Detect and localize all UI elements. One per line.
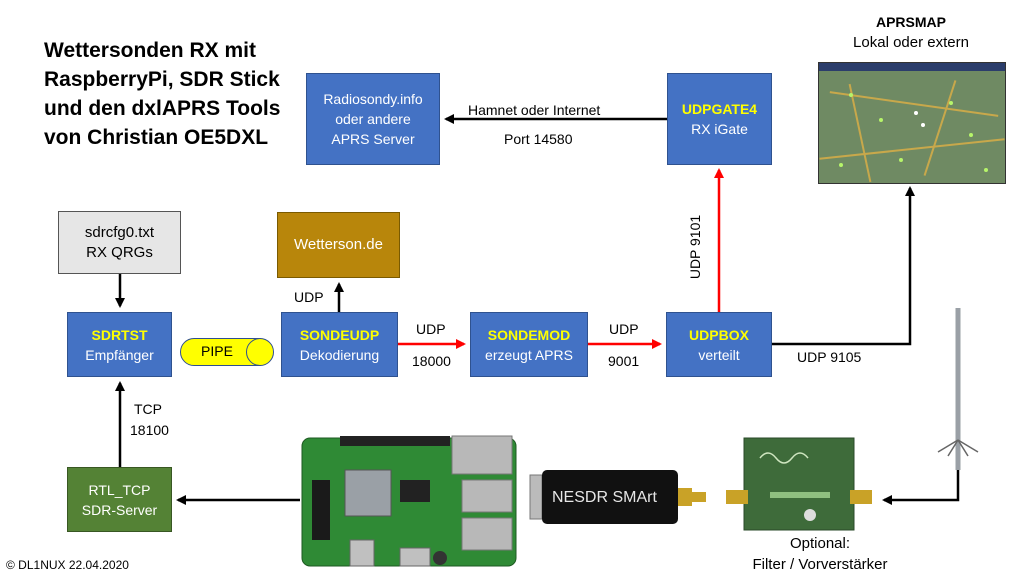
aprsmap-subtitle: Lokal oder extern	[853, 34, 969, 51]
sondemod-box: SONDEMOD erzeugt APRS	[470, 312, 588, 377]
pipe-label: PIPE	[201, 343, 233, 359]
udpgate4-box: UDPGATE4 RX iGate	[667, 73, 772, 165]
raspberry-pi-board	[301, 435, 517, 567]
udpbox-desc: verteilt	[698, 346, 740, 363]
sondeudp-name: SONDEUDP	[299, 326, 380, 343]
sdrtst-name: SDRTST	[91, 326, 148, 343]
filter-board	[726, 437, 872, 531]
label-udp-9101: UDP 9101	[687, 214, 704, 280]
rtltcp-line2: SDR-Server	[81, 501, 158, 518]
sdrcfg-line2: RX QRGs	[86, 243, 153, 261]
aprsmap-header: APRSMAP Lokal oder extern	[818, 14, 1004, 51]
radiosondy-line1: Radiosondy.info	[323, 91, 423, 107]
label-udp-18000-bottom: 18000	[412, 353, 451, 369]
sondemod-name: SONDEMOD	[487, 326, 571, 343]
radiosondy-line2: oder andere	[335, 111, 411, 127]
label-tcp-port: 18100	[130, 422, 169, 438]
wetterson-box: Wetterson.de	[277, 212, 400, 278]
label-udp-wetterson: UDP	[294, 289, 324, 305]
sdrtst-box: SDRTST Empfänger	[67, 312, 172, 377]
label-port-14580: Port 14580	[504, 131, 573, 147]
label-hamnet: Hamnet oder Internet	[468, 102, 601, 118]
sdrcfg-box: sdrcfg0.txt RX QRGs	[58, 211, 181, 274]
diagram-title: Wettersonden RX mit RaspberryPi, SDR Sti…	[44, 39, 281, 149]
aprsmap-title: APRSMAP	[875, 14, 946, 30]
sdr-stick: NESDR SMArt	[529, 470, 706, 524]
antenna	[937, 308, 979, 470]
sondeudp-desc: Dekodierung	[299, 346, 380, 363]
radiosondy-server-box: Radiosondy.info oder andere APRS Server	[306, 73, 440, 165]
udpbox-name: UDPBOX	[689, 326, 749, 343]
filter-caption: Optional: Filter / Vorverstärker	[730, 533, 910, 575]
arrow-udpbox-to-map	[772, 186, 915, 346]
sondemod-desc: erzeugt APRS	[485, 346, 573, 363]
wetterson-label: Wetterson.de	[294, 236, 383, 253]
label-udp-9001-top: UDP	[609, 321, 639, 337]
sondeudp-box: SONDEUDP Dekodierung	[281, 312, 398, 377]
aprsmap-screenshot	[818, 62, 1006, 184]
udpbox-box: UDPBOX verteilt	[666, 312, 772, 377]
sdrcfg-line1: sdrcfg0.txt	[84, 223, 155, 241]
arrow-antenna-to-filter	[882, 470, 960, 505]
rtltcp-line1: RTL_TCP	[88, 481, 151, 498]
filter-caption-line1: Optional:	[789, 535, 851, 552]
label-udp-9105: UDP 9105	[797, 349, 862, 365]
sdrtst-desc: Empfänger	[85, 346, 154, 363]
sdr-stick-label: NESDR SMArt	[552, 489, 657, 506]
udpgate4-name: UDPGATE4	[681, 101, 758, 117]
copyright-footer: © DL1NUX 22.04.2020	[6, 558, 129, 572]
udpgate4-desc: RX iGate	[691, 121, 748, 137]
label-udp-18000-top: UDP	[416, 321, 446, 337]
label-tcp: TCP	[134, 401, 162, 417]
pipe-end-cap	[246, 338, 274, 366]
rtltcp-box: RTL_TCP SDR-Server	[67, 467, 172, 532]
filter-caption-line2: Filter / Vorverstärker	[752, 556, 888, 573]
label-udp-9001-bottom: 9001	[608, 353, 640, 369]
radiosondy-line3: APRS Server	[331, 131, 415, 147]
